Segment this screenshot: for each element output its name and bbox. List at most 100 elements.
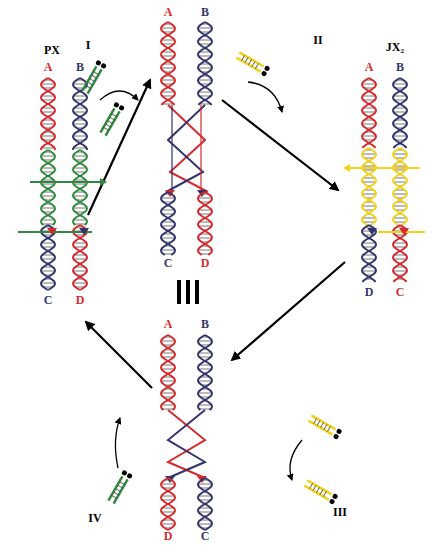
base-pair: [393, 182, 406, 183]
base-pair: [198, 353, 211, 354]
base-pair: [41, 243, 54, 244]
base-pair: [393, 194, 407, 195]
base-pair: [161, 369, 174, 370]
dna-strand: [161, 335, 175, 410]
base-pair: [362, 259, 375, 260]
base-pair: [73, 156, 87, 157]
base-pair: [198, 226, 211, 227]
dna-strand: [73, 150, 87, 225]
dna-strand: [161, 335, 175, 410]
helix-end-label: B: [201, 318, 209, 330]
dna-strand: [18, 231, 92, 233]
step-number: IV: [88, 512, 101, 524]
base-pair: [73, 196, 87, 197]
base-pair: [73, 208, 87, 209]
base-pair: [162, 409, 174, 410]
base-pair: [73, 259, 86, 260]
base-pair: [362, 218, 375, 219]
base-pair: [73, 283, 87, 284]
base-pair: [362, 182, 375, 183]
base-pair: [73, 243, 86, 244]
base-pair: [161, 198, 175, 199]
base-pair: [41, 156, 55, 157]
base-pair: [161, 56, 174, 57]
helix-end-label: C: [164, 257, 173, 269]
base-pair: [73, 184, 86, 185]
dna-strand: [362, 148, 376, 225]
base-pair: [198, 28, 212, 29]
base-pair: [393, 259, 406, 260]
base-pair: [362, 154, 376, 155]
dna-strand: [168, 410, 205, 478]
base-pair: [198, 68, 212, 69]
strand-end: [100, 178, 107, 186]
dna-strand: [73, 225, 87, 290]
helix-end-label: D: [201, 257, 210, 269]
base-pair: [198, 484, 212, 485]
base-pair: [362, 206, 376, 207]
dna-strand: [198, 478, 212, 530]
base-pair: [198, 524, 212, 525]
base-pair: [393, 112, 406, 113]
helix-end-label: D: [164, 530, 173, 542]
helix-end-label: B: [76, 61, 84, 73]
base-pair: [198, 92, 211, 93]
dna-strand: [393, 148, 407, 225]
base-pair: [161, 80, 175, 81]
base-pair: [161, 524, 175, 525]
base-pair: [393, 136, 407, 137]
step-number: III: [333, 506, 347, 518]
helix-end-label: B: [396, 61, 404, 73]
base-pair: [362, 271, 376, 272]
dna-strand: [41, 150, 55, 225]
strand-end: [47, 228, 57, 235]
helix-end-label: A: [44, 61, 53, 73]
base-pair: [393, 206, 407, 207]
base-pair: [41, 271, 55, 272]
curved-arrow: [290, 440, 302, 480]
strand-end: [367, 228, 377, 235]
dna-strand: [161, 22, 175, 105]
base-pair: [198, 210, 211, 211]
base-pair: [362, 124, 376, 125]
base-pair: [393, 84, 407, 85]
helix-end-label: D: [76, 294, 85, 306]
base-pair: [199, 409, 211, 410]
base-pair: [161, 28, 175, 29]
dna-strand: [350, 167, 420, 169]
dna-strand: [198, 335, 212, 410]
dna-strand: [41, 225, 55, 290]
dna-strand: [168, 105, 208, 192]
dna-strand: [168, 410, 205, 478]
fuel-strand-pair: [303, 478, 338, 505]
base-pair: [41, 96, 54, 97]
base-pair: [74, 224, 86, 225]
base-pair: [198, 496, 211, 497]
base-pair: [41, 208, 55, 209]
dna-strand: [171, 105, 172, 190]
dna-strand: [161, 192, 175, 255]
base-pair: [198, 369, 211, 370]
base-pair: [161, 405, 174, 406]
dna-strand: [198, 22, 212, 105]
base-pair: [161, 210, 174, 211]
base-pair: [161, 226, 174, 227]
base-pair: [362, 243, 375, 244]
base-pair: [198, 40, 211, 41]
dna-strand: [41, 225, 55, 290]
dna-strand: [362, 148, 376, 225]
dna-strand: [41, 78, 55, 150]
base-pair: [73, 220, 86, 221]
strand-end: [343, 164, 350, 172]
helix-end-label: A: [164, 6, 173, 18]
base-pair: [41, 112, 54, 113]
base-pair: [41, 168, 54, 169]
base-pair: [362, 136, 376, 137]
base-pair: [161, 484, 175, 485]
base-pair: [198, 393, 212, 394]
base-pair: [161, 68, 175, 69]
fuel-strand-pair: [307, 413, 342, 440]
dna-strand: [161, 192, 175, 255]
base-pair: [41, 124, 55, 125]
helix-end-label: C: [201, 530, 210, 542]
